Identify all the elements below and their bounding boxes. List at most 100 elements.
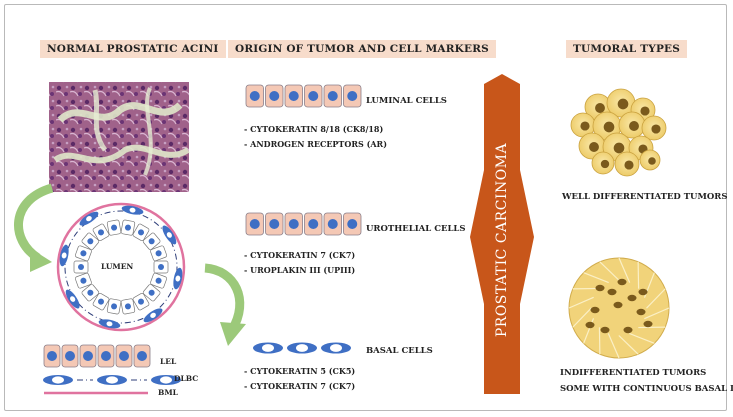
acinus-cross-section [56,202,186,332]
urothelial-marker-2: - UROPLAKIN III (UPIII) [244,265,356,275]
acinus-basal-cell [121,205,144,215]
luminal-marker-1: - CYTOKERATIN 8/18 (CK8/18) [244,124,384,134]
acinus-luminal-cell [120,219,136,236]
cell-border [572,307,592,328]
curved-arrow-left [14,183,54,262]
acinus-basal-cell [173,267,183,290]
header-normal-acini: NORMAL PROSTATIC ACINI [40,40,226,58]
urothelial-cells-label: UROTHELIAL CELLS [366,224,466,234]
cell-nucleus [83,351,93,361]
cell-nucleus [269,219,280,229]
cell-border [629,332,655,344]
carcinoma-arrow [470,74,534,394]
tumor-nucleus [643,320,653,328]
tumor-nucleus [623,326,633,334]
legend-dlbc-label: DLBC [174,374,199,383]
acinus-luminal-cell [120,298,136,315]
cell-nucleus [65,351,75,361]
legend-dlbc-row [43,375,181,385]
basal-nucleus [262,344,274,352]
cell-nucleus [347,91,358,101]
basal-marker-2: - CYTOKERATIN 7 (CK7) [244,381,356,391]
cell-nucleus [47,351,57,361]
tumor-nucleus [585,321,595,329]
cell-nucleus [288,91,299,101]
tumor-nucleus [651,124,661,134]
curved-arrow-left-head [30,248,52,272]
acinus-luminal-cell [73,260,89,274]
cell-nucleus [249,219,260,229]
carcinoma-label: PROSTATIC CARCINOMA [494,142,510,338]
acinus-luminal-cell [81,232,100,250]
acinus-luminal-cell [74,245,92,262]
acinus-luminal-cell [142,232,161,250]
cell-border [644,307,670,320]
basal-marker-1: - CYTOKERATIN 5 (CK5) [244,366,356,376]
tumor-nucleus [640,106,650,116]
curved-arrow-right-head [220,322,246,346]
header-tumoral-types: TUMORAL TYPES [566,40,688,58]
curved-arrow-right [204,263,245,333]
legend-lel-row [43,344,151,368]
basal-nucleus [330,344,342,352]
well-tumors-label: WELL DIFFERENTIATED TUMORS [562,192,728,202]
acinus-luminal-cell [150,245,168,262]
basal-nucleus [52,376,64,384]
legend-lel-label: LEL [160,357,177,366]
acinus-basal-cell [65,289,80,309]
histology-image [49,82,190,192]
cell-border [568,296,594,309]
acinus-luminal-cell [132,223,150,242]
tumor-nucleus [613,142,625,154]
cell-nucleus [288,219,299,229]
tumor-nucleus [624,160,634,170]
tumor-nucleus [590,306,600,314]
cell-border [583,272,609,284]
figure-frame [4,4,727,411]
acinus-luminal-cell [142,284,161,302]
urothelial-marker-1: - CYTOKERATIN 7 (CK7) [244,250,356,260]
tumor-nucleus [617,98,629,110]
cell-nucleus [249,91,260,101]
acinus-basal-cell [59,244,69,267]
tumor-nucleus [603,121,615,133]
acinus-luminal-cell [81,284,100,302]
acinus-basal-cell [79,211,99,226]
cell-border [599,261,620,281]
tumor-nucleus [595,103,605,113]
cell-nucleus [327,91,338,101]
tumor-nucleus [627,294,637,302]
well-differentiated-tumor [570,88,667,177]
tumor-nucleus [580,121,590,131]
cell-nucleus [347,219,358,229]
acinus-basal-cell [162,225,177,245]
basal-nucleus [106,376,118,384]
luminal-cell-row [245,84,362,108]
acinus-luminal-cell [92,223,110,242]
acinus-luminal-cell [150,272,168,289]
tumor-nucleus [607,288,617,296]
cell-nucleus [101,351,111,361]
cell-nucleus [269,91,280,101]
cell-nucleus [308,91,319,101]
header-origin: ORIGIN OF TUMOR AND CELL MARKERS [228,40,496,58]
undiff-tumors-label: INDIFFERENTIATED TUMORS [560,368,707,378]
tumor-nucleus [638,288,648,296]
basal-layer-label: SOME WITH CONTINUOUS BASAL LAYER [560,384,733,394]
tumor-nucleus [589,142,599,152]
acinus-luminal-cell [132,292,150,311]
acinus-luminal-cell [74,272,92,289]
tumor-nucleus [595,284,605,292]
tumor-nucleus [648,157,656,165]
basal-cells-label: BASAL CELLS [366,346,433,356]
cell-border [646,288,666,309]
undifferentiated-tumor [568,257,670,359]
tumor-nucleus [617,278,627,286]
acinus-basal-cell [143,308,163,323]
luminal-marker-2: - ANDROGEN RECEPTORS (AR) [244,139,387,149]
tumor-nucleus [613,301,623,309]
basal-nucleus [296,344,308,352]
tumor-nucleus [636,308,646,316]
urothelial-cell-row [245,212,362,236]
